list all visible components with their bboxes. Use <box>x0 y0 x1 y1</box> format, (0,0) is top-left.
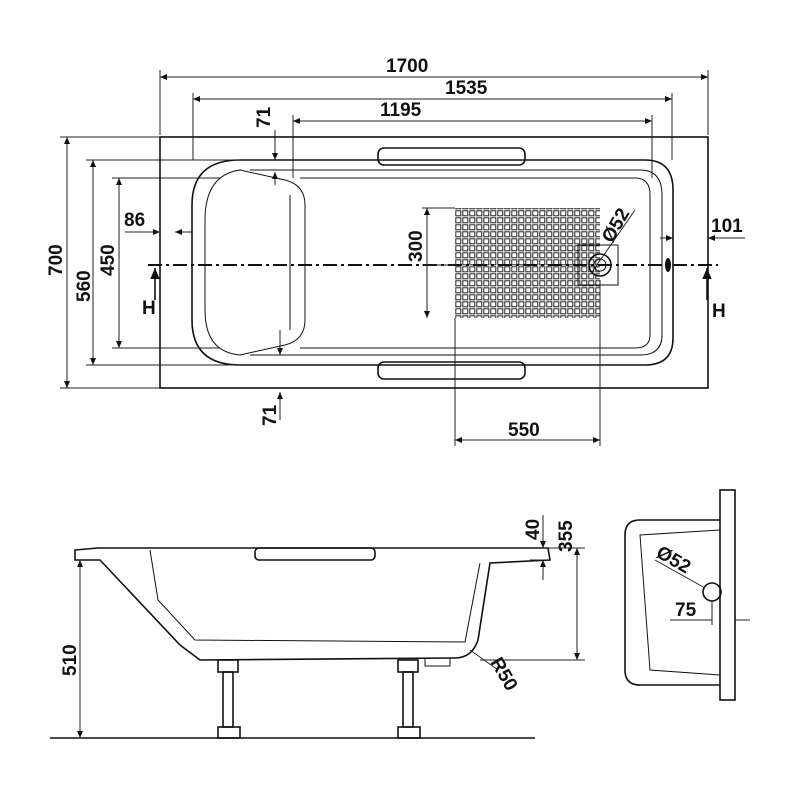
label-86: 86 <box>124 210 145 231</box>
handle-bottom <box>377 361 526 380</box>
label-drain-diameter: Ø52 <box>598 205 634 247</box>
headrest <box>204 169 306 356</box>
label-40: 40 <box>523 519 544 540</box>
label-450: 450 <box>98 244 119 276</box>
label-1195: 1195 <box>380 100 422 121</box>
anti-slip-mesh <box>455 208 600 318</box>
end-flange <box>719 489 736 701</box>
tub-inner-outline <box>191 159 674 366</box>
label-71-top: 71 <box>254 106 275 128</box>
leg-right <box>397 659 421 739</box>
label-550: 550 <box>508 420 540 441</box>
tub-side-inner <box>149 549 481 643</box>
handle-top <box>377 147 526 166</box>
section-label-left: H <box>142 298 156 319</box>
tub-end-inner <box>639 529 721 676</box>
tub-end-profile <box>624 519 720 686</box>
label-300: 300 <box>406 230 427 262</box>
label-71-bottom: 71 <box>260 404 281 426</box>
tub-outer-rim <box>159 136 709 389</box>
end-view: Ø52 75 <box>624 489 750 701</box>
label-end-diameter: Ø52 <box>653 542 695 578</box>
label-700: 700 <box>46 244 67 276</box>
label-560: 560 <box>74 270 95 302</box>
label-1535: 1535 <box>445 78 488 99</box>
side-handle <box>254 547 376 561</box>
section-label-right: H <box>712 301 726 322</box>
top-view: H H 1700 1535 1195 71 71 86 101 550 300 … <box>46 56 745 446</box>
label-75: 75 <box>675 600 697 621</box>
leg-left <box>217 659 241 739</box>
overflow-hole-icon <box>702 582 722 602</box>
label-355: 355 <box>556 520 577 552</box>
label-1700: 1700 <box>386 56 428 77</box>
label-510: 510 <box>60 644 81 676</box>
tub-side-profile <box>74 547 551 661</box>
label-101: 101 <box>711 216 743 237</box>
side-view: 510 40 355 R50 <box>50 515 585 739</box>
waste-fitting <box>424 657 451 667</box>
